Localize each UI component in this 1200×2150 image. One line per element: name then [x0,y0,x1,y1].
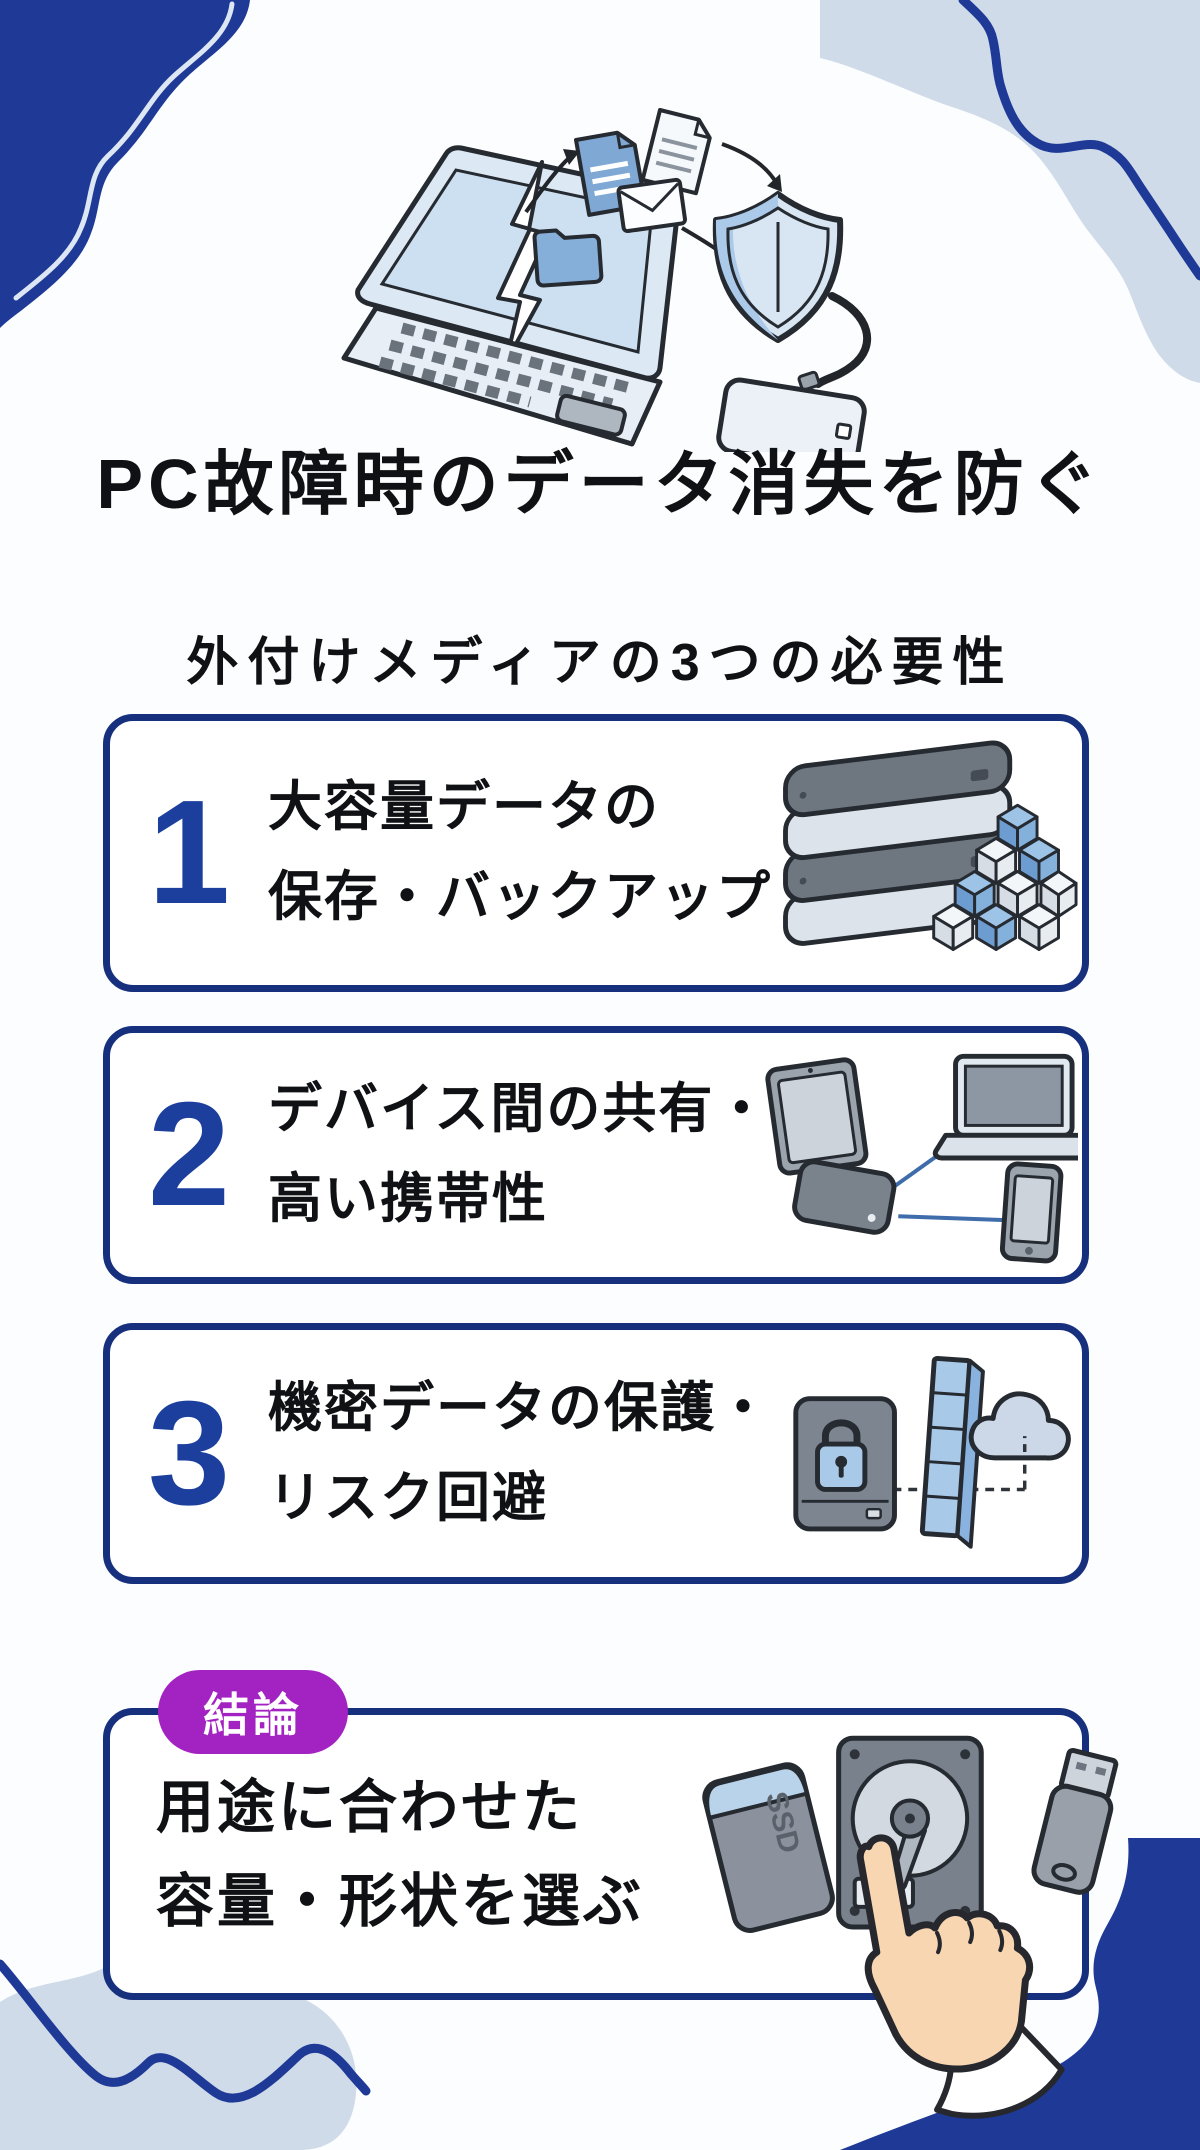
page-subtitle: 外付けメディアの3つの必要性 [186,634,1014,692]
point-line: 高い携帯性 [268,1169,548,1229]
locked-drive-icon [793,1396,897,1532]
external-drive-icon [716,377,867,452]
folder-icon [532,228,604,288]
portable-drive-icon [792,1159,897,1235]
data-cubes [932,803,1078,951]
firewall-icon [919,1355,985,1549]
smartphone-icon [999,1161,1064,1264]
point-card-1: 1 大容量データの 保存・バックアップ [103,714,1089,992]
point-text: 大容量データの 保存・バックアップ [268,763,772,942]
point-text: デバイス間の共有・ 高い携帯性 [268,1065,770,1244]
point-line: デバイス間の共有・ [268,1079,771,1140]
conclusion-badge: 結論 [158,1670,348,1754]
laptop-icon [932,1053,1078,1161]
devices-sharing-icon [765,1053,1078,1264]
tablet-icon [765,1057,869,1176]
envelope-icon [616,177,688,234]
shield-icon [712,191,844,343]
point-number: 1 [147,770,231,935]
point-card-2: 2 デバイス間の共有・ 高い携帯性 [103,1026,1089,1284]
ssd-hdd-usb-choice-icon: SSD [702,1735,1119,2119]
hero-broken-laptop-backup-illustration [341,108,872,452]
point-line: リスク回避 [268,1467,548,1528]
locked-drive-firewall-cloud-icon [793,1355,1071,1549]
stacked-drives-and-data-cubes-icon [783,740,1078,951]
usb-drive-icon [1031,1747,1119,1895]
conclusion-line: 容量・形状を選ぶ [156,1868,645,1934]
document-icon [640,108,712,196]
conclusion-text: 用途に合わせた 容量・形状を選ぶ [156,1761,644,1949]
cloud-icon [968,1391,1071,1461]
point-number: 3 [147,1370,231,1536]
point-line: 機密データの保護・ [268,1377,772,1438]
hdd-icon [836,1735,984,1930]
conclusion-line: 用途に合わせた [156,1775,584,1840]
point-line: 大容量データの [268,777,660,838]
page-title: PC故障時のデータ消失を防ぐ [96,445,1104,523]
point-text: 機密データの保護・ リスク回避 [268,1364,772,1543]
point-card-3: 3 機密データの保護・ リスク回避 [103,1323,1089,1584]
point-number: 2 [147,1072,231,1237]
point-line: 保存・バックアップ [268,867,772,927]
ssd-icon: SSD [702,1762,835,1933]
